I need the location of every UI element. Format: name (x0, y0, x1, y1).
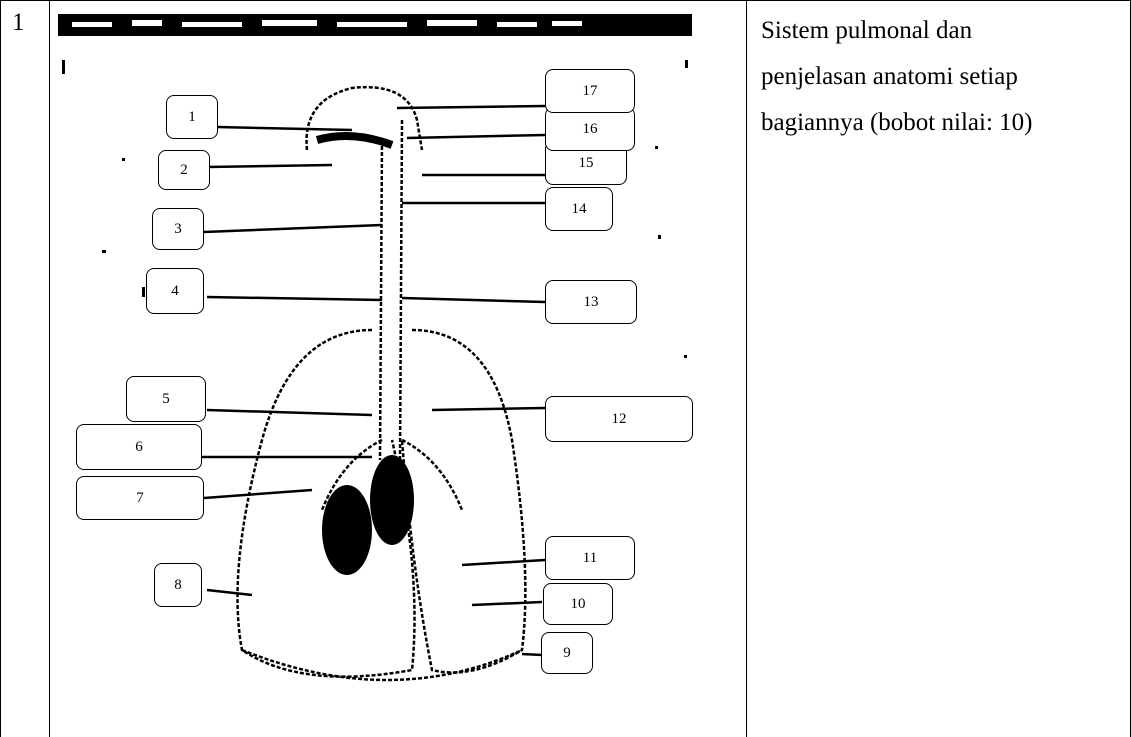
description-line: bagiannya (bobot nilai: 10) (761, 100, 1129, 146)
trachea-right (400, 120, 402, 460)
diaphragm (242, 650, 522, 680)
label-box-1: 1 (166, 95, 218, 139)
label-box-11: 11 (545, 536, 635, 580)
label-box-13: 13 (545, 280, 637, 324)
table-column-divider-2 (746, 0, 747, 737)
label-box-14: 14 (545, 187, 613, 231)
label-box-4: 4 (146, 268, 204, 314)
label-box-12: 12 (545, 396, 693, 442)
label-box-16: 16 (545, 107, 635, 151)
label-box-5: 5 (126, 376, 206, 422)
label-box-7: 7 (76, 476, 204, 520)
heart-left-mass (322, 485, 372, 575)
table-top-border (0, 0, 1131, 1)
right-lung (402, 330, 525, 673)
label-box-10: 10 (543, 583, 613, 625)
task-description: Sistem pulmonal dan penjelasan anatomi s… (761, 8, 1129, 146)
label-box-17: 17 (545, 69, 635, 113)
heart-right-mass (370, 455, 414, 545)
table-left-border (0, 0, 1, 737)
row-number: 1 (12, 8, 25, 38)
description-line: penjelasan anatomi setiap (761, 54, 1129, 100)
leader-lines (202, 106, 545, 655)
label-box-3: 3 (152, 208, 204, 250)
label-box-6: 6 (76, 424, 202, 470)
label-box-8: 8 (154, 563, 202, 607)
pulmonary-system-diagram: 1 2 3 4 5 6 7 8 9 10 11 12 13 14 15 16 1… (52, 10, 745, 737)
anatomy-drawing (52, 10, 745, 737)
description-line: Sistem pulmonal dan (761, 8, 1129, 54)
table-column-divider-1 (49, 0, 50, 737)
label-box-2: 2 (158, 150, 210, 190)
label-box-9: 9 (541, 632, 593, 674)
